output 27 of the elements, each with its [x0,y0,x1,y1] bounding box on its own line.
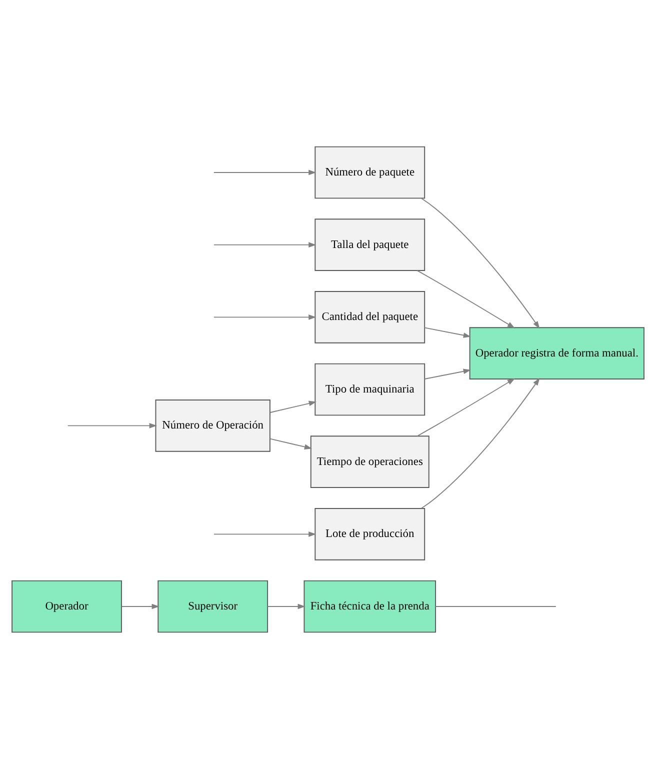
arrow [67,423,157,428]
node-box: Número de paquete [314,146,426,199]
arrow [424,368,471,380]
node-box: Número de Operación [155,400,270,452]
node-box: Tipo de maquinaria [314,363,426,416]
arrow [213,532,316,537]
node-box: Ficha técnica de la prenda [304,580,436,633]
arrow [421,198,540,329]
arrow [270,438,312,450]
arrow [121,604,160,610]
node-box: Lote de producción [314,508,426,560]
node-box: Tiempo de operaciones [310,436,430,488]
node-box: Cantidad del paquete [314,291,426,344]
arrow [270,400,316,413]
arrow [267,604,306,610]
node-box: Operador registra de forma manual. [469,327,644,380]
arrow [416,270,516,328]
node-box: Talla del paquete [314,218,426,272]
arrow [421,378,540,509]
node-box: Supervisor [158,580,268,633]
arrow [213,242,316,248]
arrow [213,170,316,176]
connector [435,606,556,607]
arrow [213,314,316,320]
arrow [416,378,516,437]
node-box: Operador [12,580,122,633]
arrow [424,327,471,338]
